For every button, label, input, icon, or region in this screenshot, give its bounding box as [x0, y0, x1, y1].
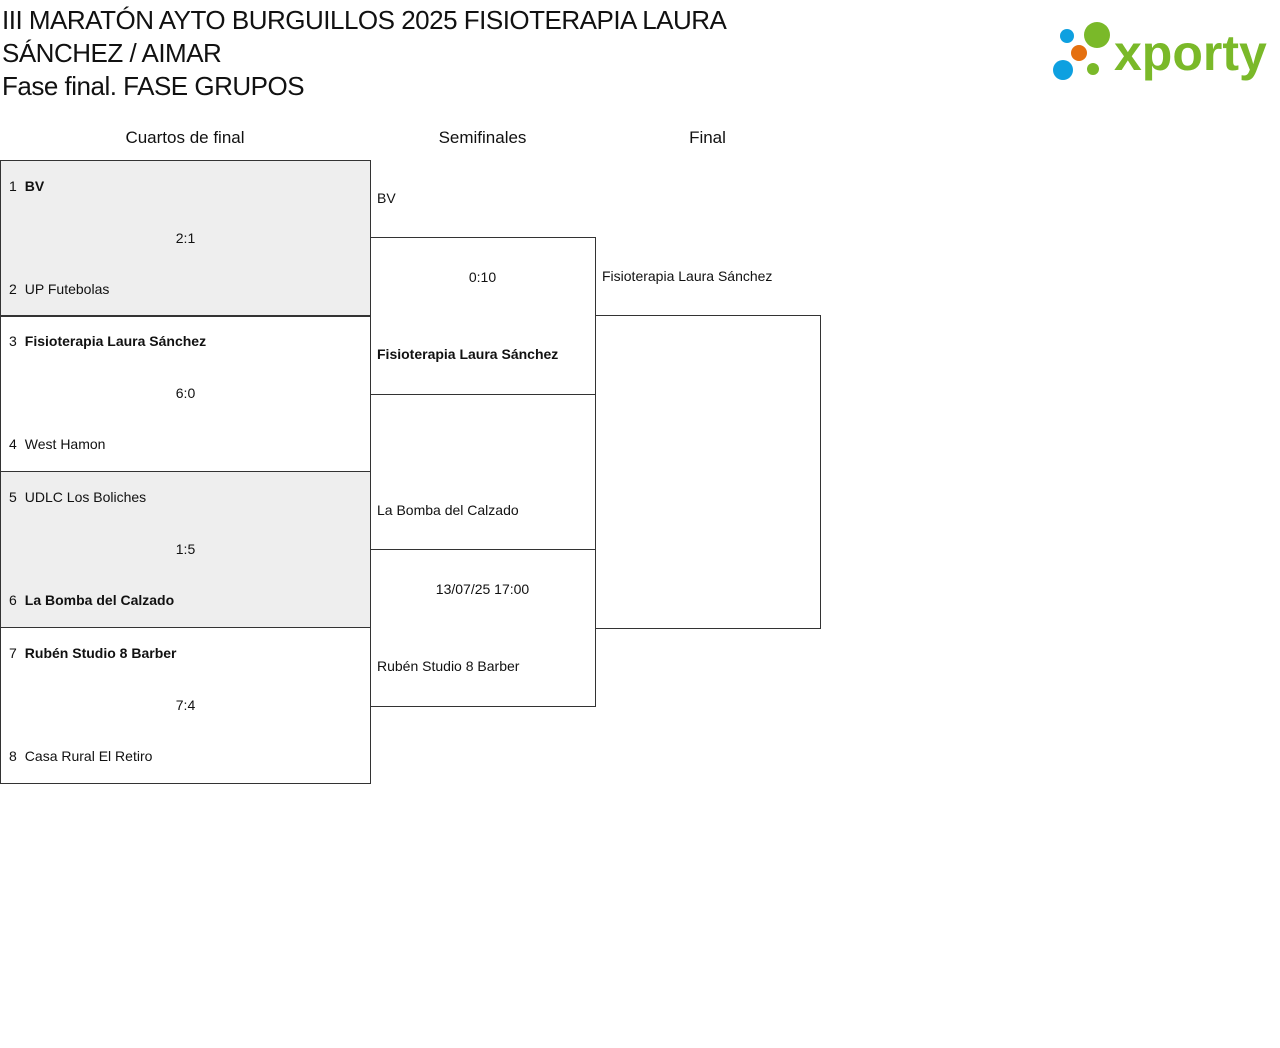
quarterfinal-match-3[interactable]: 5 UDLC Los Boliches 1:5 6 La Bomba del Cal… — [0, 471, 371, 628]
team-name: Rubén Studio 8 Barber — [24, 645, 177, 661]
team-name: Casa Rural El Retiro — [24, 748, 153, 764]
team-row-1: 5 UDLC Los Boliches — [9, 489, 146, 505]
seed: 4 — [9, 436, 17, 452]
round-header-quarterfinals: Cuartos de final — [125, 128, 245, 147]
quarterfinal-match-1[interactable]: 1 BV 2:1 2 UP Futebolas — [0, 160, 371, 317]
seed: 5 — [9, 489, 17, 505]
semi2-team2: Rubén Studio 8 Barber — [377, 658, 520, 674]
xporty-logo: xporty — [1053, 22, 1267, 81]
team-row-1: 3 Fisioterapia Laura Sánchez — [9, 333, 206, 349]
team-name: La Bomba del Calzado — [24, 592, 175, 608]
quarterfinal-match-2[interactable]: 3 Fisioterapia Laura Sánchez 6:0 4 West Ha… — [0, 315, 371, 472]
match-score: 6:0 — [175, 385, 196, 401]
match-score: 7:4 — [175, 697, 196, 713]
semi2-team1: La Bomba del Calzado — [377, 502, 519, 518]
final-match[interactable] — [595, 315, 821, 629]
semi2-datetime: 13/07/25 17:00 — [435, 581, 530, 597]
final-team1: Fisioterapia Laura Sánchez — [602, 268, 773, 284]
seed: 2 — [9, 281, 17, 297]
seed: 3 — [9, 333, 17, 349]
svg-text:xporty: xporty — [1114, 25, 1267, 81]
team-name: West Hamon — [24, 436, 106, 452]
seed: 6 — [9, 592, 17, 608]
semi1-team1: BV — [377, 190, 396, 206]
semifinal-match-2[interactable] — [370, 549, 596, 707]
team-name: BV — [24, 178, 45, 194]
team-row-2: 8 Casa Rural El Retiro — [9, 748, 152, 764]
tournament-title: III MARATÓN AYTO BURGUILLOS 2025 FISIOTE… — [2, 5, 725, 68]
team-row-1: 7 Rubén Studio 8 Barber — [9, 645, 176, 661]
quarterfinal-match-4[interactable]: 7 Rubén Studio 8 Barber 7:4 8 Casa Rural E… — [0, 627, 371, 784]
team-row-2: 6 La Bomba del Calzado — [9, 592, 174, 608]
semi1-team2: Fisioterapia Laura Sánchez — [377, 346, 559, 362]
seed: 1 — [9, 178, 17, 194]
page-title: III MARATÓN AYTO BURGUILLOS 2025 FISIOTE… — [2, 4, 822, 103]
round-header-final: Final — [689, 128, 726, 147]
team-row-2: 4 West Hamon — [9, 436, 105, 452]
semifinal-match-1[interactable] — [370, 237, 596, 395]
match-score: 1:5 — [175, 541, 196, 557]
round-header-semifinals: Semifinales — [438, 128, 527, 147]
seed: 8 — [9, 748, 17, 764]
semi1-score: 0:10 — [468, 269, 497, 285]
team-row-2: 2 UP Futebolas — [9, 281, 109, 297]
team-name: UDLC Los Boliches — [24, 489, 147, 505]
team-name: UP Futebolas — [24, 281, 110, 297]
phase-title: Fase final. FASE GRUPOS — [2, 71, 305, 101]
seed: 7 — [9, 645, 17, 661]
team-name: Fisioterapia Laura Sánchez — [24, 333, 207, 349]
team-row-1: 1 BV — [9, 178, 44, 194]
match-score: 2:1 — [175, 230, 196, 246]
